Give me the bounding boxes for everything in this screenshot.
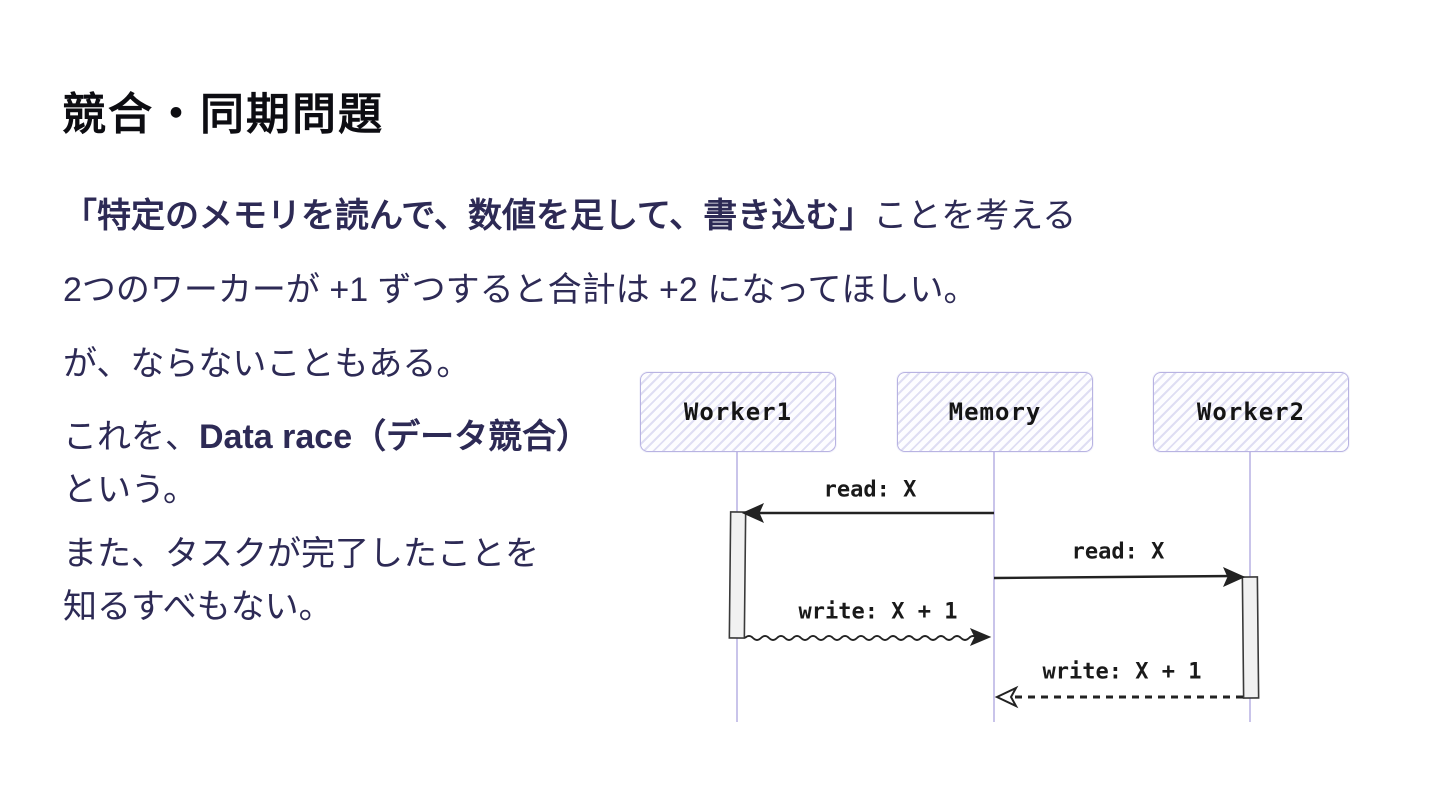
paragraph-5-line2: 知るすべもない。 xyxy=(63,588,333,626)
message-read1-label: read: X xyxy=(823,477,917,503)
paragraph-4: これを、Data race（データ競合） という。 xyxy=(63,411,590,517)
message-read2-line xyxy=(993,574,1235,580)
sequence-diagram: Worker1 Memory Worker2 read: X read: X w… xyxy=(630,368,1370,738)
sequence-diagram-canvas xyxy=(728,450,1260,722)
paragraph-4-line2: という。 xyxy=(63,471,197,509)
message-write2-arrowhead xyxy=(994,685,1019,709)
activation-bar-worker1 xyxy=(728,511,747,639)
paragraph-1-emphasis: 「特定のメモリを読んで、数値を足して、書き込む」 xyxy=(63,197,874,235)
message-read2-label: read: X xyxy=(1071,539,1165,565)
message-read1-arrowhead xyxy=(741,503,764,523)
activation-bar-worker2 xyxy=(1241,576,1260,699)
paragraph-4-pre: これを、 xyxy=(63,418,199,456)
paragraph-3-text: が、ならないこともある。 xyxy=(63,345,471,383)
message-write2-label: write: X + 1 xyxy=(1042,659,1202,685)
slide-title: 競合・同期問題 xyxy=(62,90,384,139)
message-write1-label: write: X + 1 xyxy=(798,599,958,625)
paragraph-5-line1: また、タスクが完了したことを xyxy=(63,535,539,573)
participant-worker1-label: Worker1 xyxy=(683,398,793,426)
participant-worker2: Worker2 xyxy=(1153,372,1349,452)
paragraph-1-rest: ことを考える xyxy=(873,197,1077,235)
message-write1-line xyxy=(744,635,978,641)
paragraph-1: 「特定のメモリを読んで、数値を足して、書き込む」ことを考える xyxy=(63,190,1076,243)
message-read2-arrowhead xyxy=(1223,567,1246,587)
participant-memory-label: Memory xyxy=(948,398,1042,426)
participant-worker2-label: Worker2 xyxy=(1196,398,1306,426)
paragraph-2: 2つのワーカーが +1 ずつすると合計は +2 になってほしい。 xyxy=(63,264,978,317)
paragraph-4-emphasis: Data race（データ競合） xyxy=(199,418,591,456)
participant-worker1: Worker1 xyxy=(640,372,836,452)
paragraph-3: が、ならないこともある。 xyxy=(63,338,470,391)
message-write1-arrowhead xyxy=(969,628,992,646)
paragraph-5: また、タスクが完了したことを 知るすべもない。 xyxy=(63,528,539,634)
paragraph-2-text: 2つのワーカーが +1 ずつすると合計は +2 になってほしい。 xyxy=(63,271,978,309)
participant-memory: Memory xyxy=(897,372,1093,452)
